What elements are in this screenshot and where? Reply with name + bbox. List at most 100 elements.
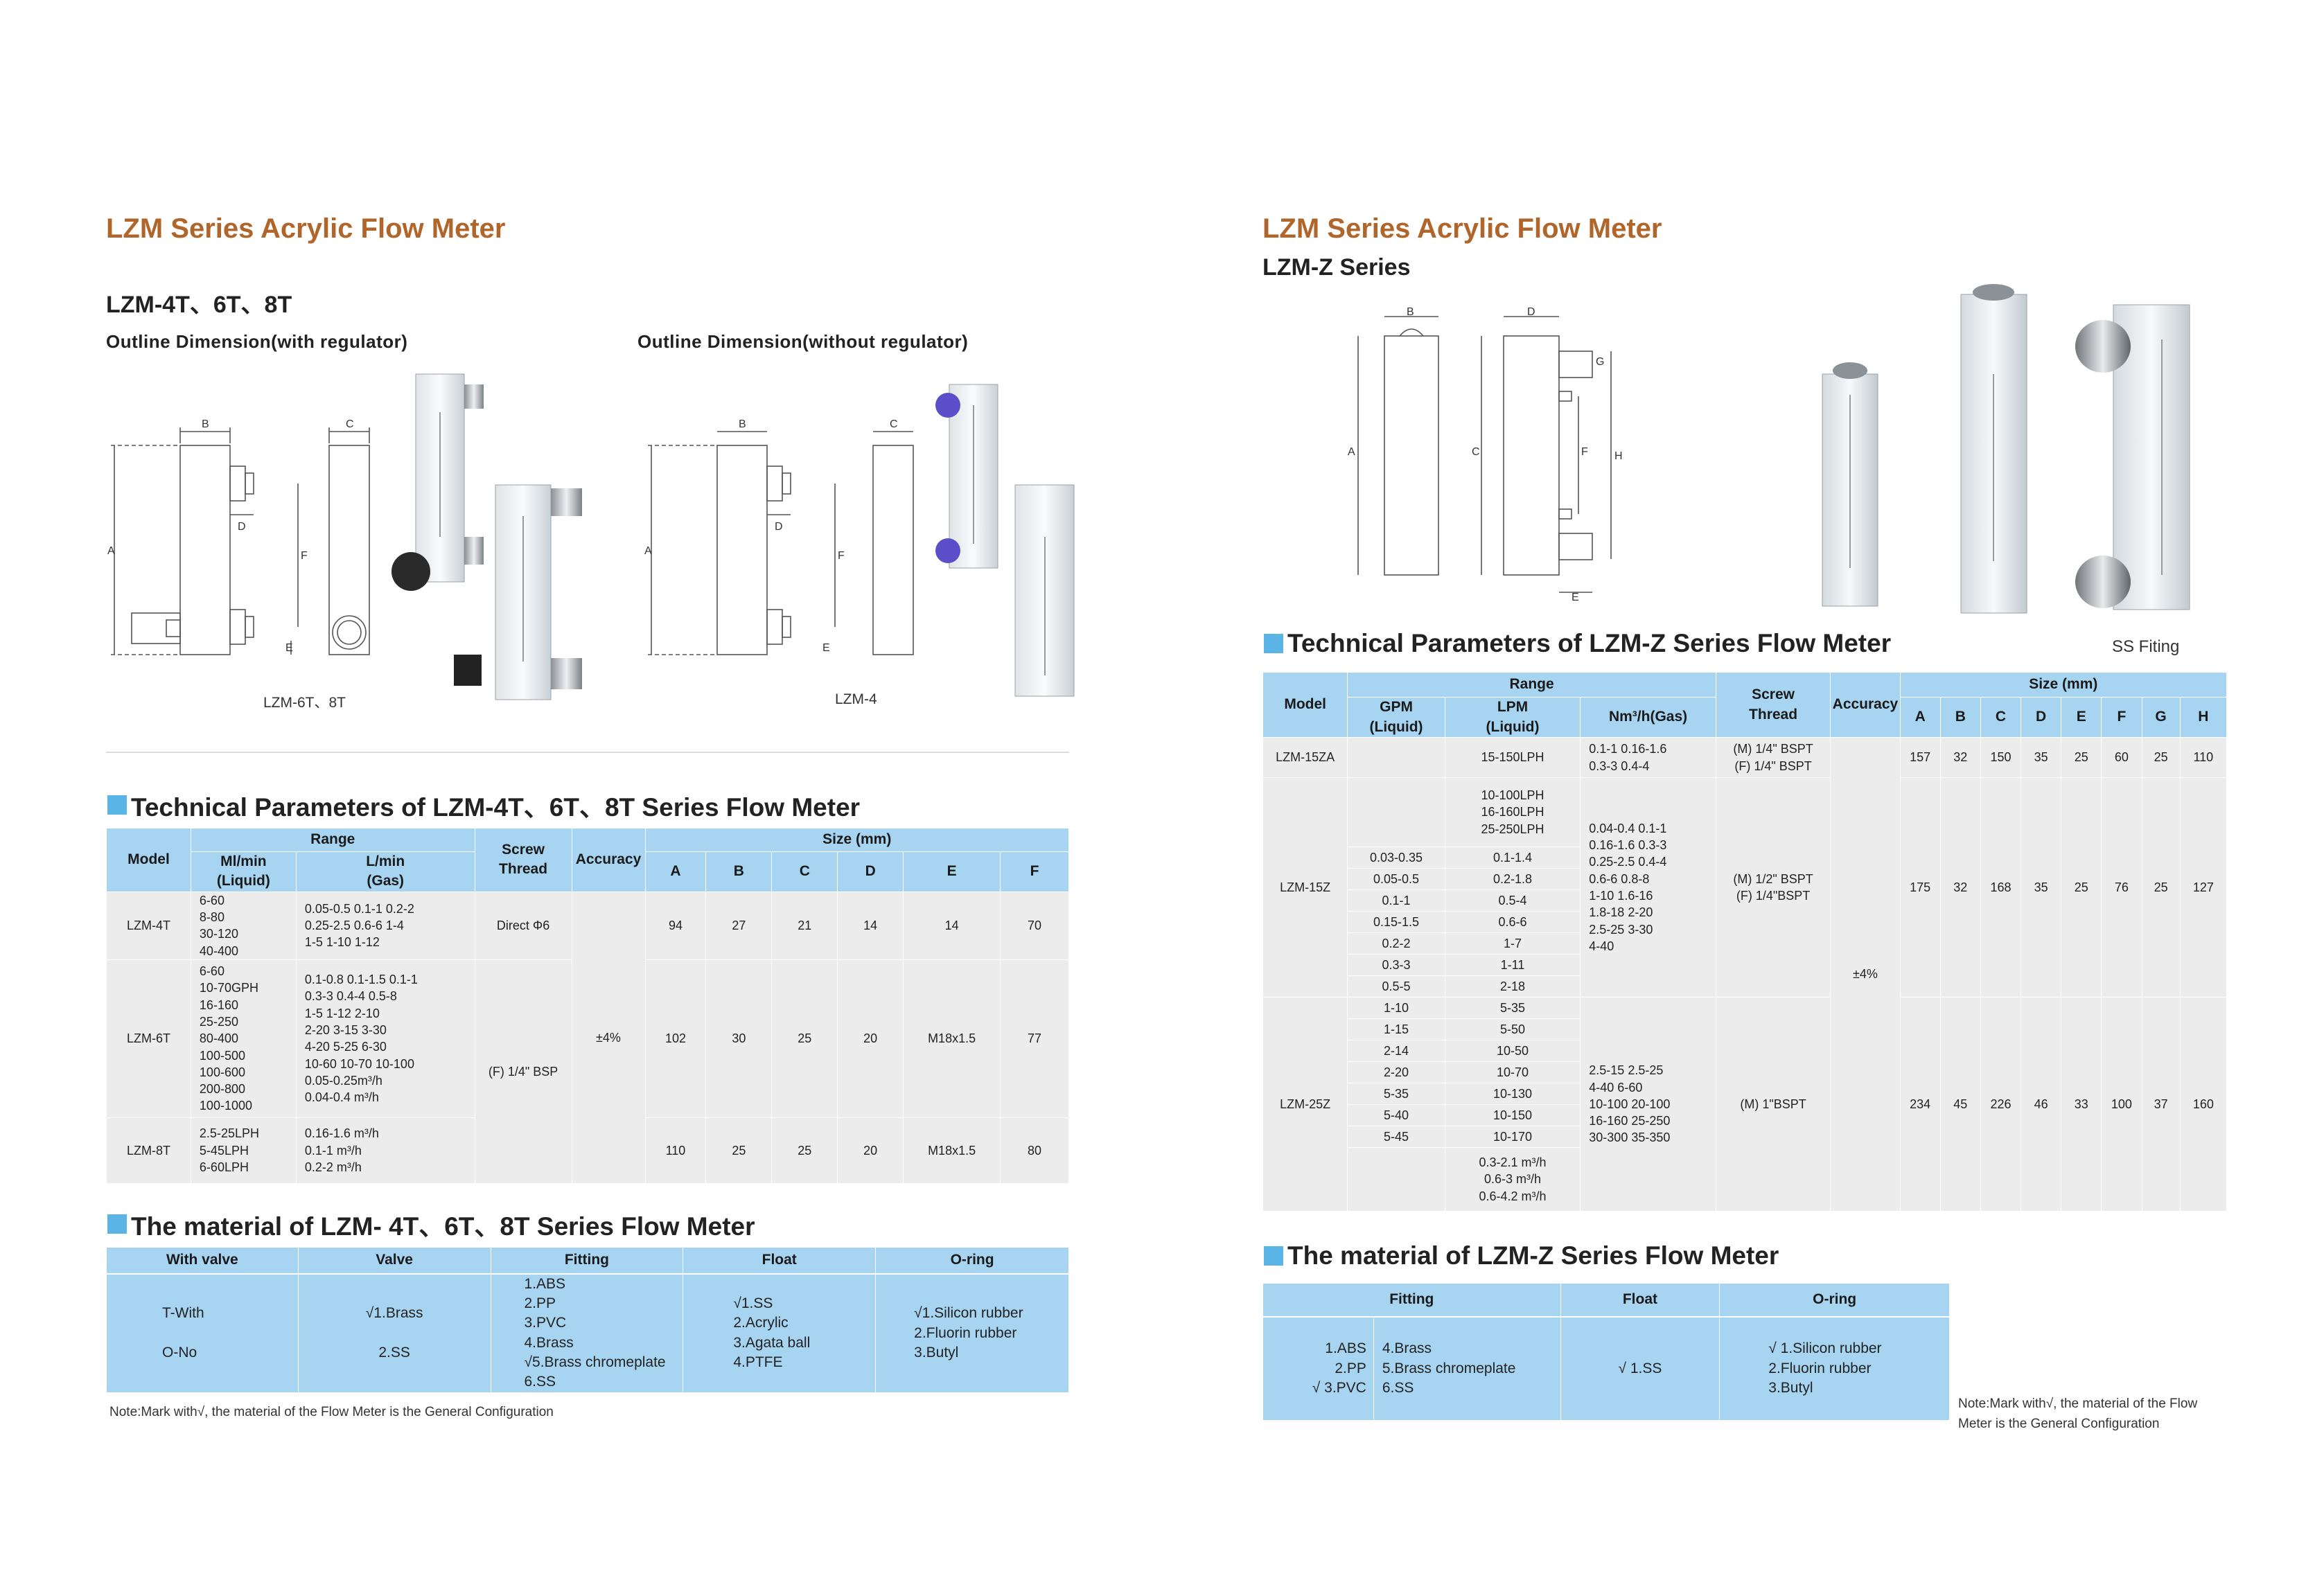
table-row: LZM-15Z 10-100LPH 16-160LPH 25-250LPH 0.…	[1262, 777, 2228, 998]
th-screw: Screw Thread	[474, 828, 572, 892]
cell-fitting-a: 1.ABS 2.PP √ 3.PVC	[1262, 1316, 1374, 1421]
cell-b: 30	[705, 959, 773, 1118]
cell-accuracy: ±4%	[571, 891, 646, 1184]
cell-d: 46	[2021, 997, 2062, 1212]
cell-lpm: 0.5-4	[1444, 889, 1581, 912]
cell-gpm: 1-10	[1347, 997, 1445, 1019]
cell-float: √ 1.SS	[1560, 1316, 1720, 1421]
th-gpm: GPM (Liquid)	[1347, 697, 1445, 738]
cell-model: LZM-4T	[106, 891, 191, 960]
cell-h: 127	[2179, 777, 2228, 998]
cell-gpm: 5-40	[1347, 1104, 1445, 1126]
right-tech-title-text: Technical Parameters of LZM-Z Series Flo…	[1287, 629, 1892, 657]
cell-lpm: 15-150LPH	[1444, 737, 1581, 778]
cell-screw: (F) 1/4" BSP	[474, 959, 572, 1184]
section-marker	[107, 1214, 127, 1234]
cell-gas: 0.1-0.8 0.1-1.5 0.1-1 0.3-3 0.4-4 0.5-8 …	[295, 959, 475, 1118]
cell-a: 175	[1899, 777, 1941, 998]
cell-gpm: 0.05-0.5	[1347, 868, 1445, 890]
cell-b: 45	[1939, 997, 1981, 1212]
cell-lpm: 5-50	[1444, 1018, 1581, 1040]
dim-label-b: B	[1407, 306, 1414, 318]
left-tech-title-text: Technical Parameters of LZM-4T、6T、8T Ser…	[131, 793, 861, 822]
cell-gpm	[1347, 1147, 1445, 1212]
cell-nm: 2.5-15 2.5-25 4-40 6-60 10-100 20-100 16…	[1580, 997, 1716, 1212]
th-col-f: F	[1000, 851, 1069, 892]
dim-label-f: F	[1581, 446, 1588, 458]
cell-c: 150	[1980, 737, 2022, 778]
th-nm: Nm³/h(Gas)	[1580, 697, 1716, 738]
dim-label-e: E	[1572, 592, 1579, 603]
left-material-table: With valve Valve Fitting Float O-ring T-…	[106, 1247, 1069, 1393]
th-screw: Screw Thread	[1715, 672, 1831, 738]
left-note: Note:Mark with√, the material of the Flo…	[109, 1405, 554, 1419]
cell-float: √1.SS 2.Acrylic 3.Agata ball 4.PTFE	[683, 1273, 877, 1393]
cell-h: 110	[2179, 737, 2228, 778]
dim-label-f: F	[301, 550, 308, 562]
cell-gpm: 0.03-0.35	[1347, 846, 1445, 869]
th-size: Size (mm)	[644, 828, 1069, 852]
ss-fitting-caption: SS Fiting	[2112, 637, 2180, 656]
cell-b: 32	[1939, 777, 1981, 998]
cell-nm: 0.04-0.4 0.1-1 0.16-1.6 0.3-3 0.25-2.5 0…	[1580, 777, 1716, 998]
cell-lpm: 10-170	[1444, 1126, 1581, 1148]
cell-c: 25	[771, 1117, 838, 1184]
th-float: Float	[1560, 1283, 1720, 1318]
right-note: Note:Mark with√, the material of the Flo…	[1958, 1397, 2198, 1431]
dim-label-g: G	[1596, 356, 1604, 368]
cell-screw: (M) 1"BSPT	[1715, 997, 1831, 1212]
th-col-e: E	[903, 851, 1001, 892]
cell-d: 35	[2021, 737, 2062, 778]
cell-with-valve: T-With O-No	[106, 1273, 299, 1393]
th-lpm: LPM (Liquid)	[1444, 697, 1581, 738]
cell-oring: √1.Silicon rubber 2.Fluorin rubber 3.But…	[875, 1273, 1069, 1393]
th-col-a: A	[1899, 697, 1941, 738]
cell-lpm: 0.2-1.8	[1444, 868, 1581, 890]
cell-model: LZM-15ZA	[1262, 737, 1348, 778]
outline-without-regulator-label: Outline Dimension(without regulator)	[637, 331, 969, 352]
table-row: LZM-6T 6-60 10-70GPH 16-160 25-250 80-40…	[106, 959, 1069, 1184]
left-material-title: The material of LZM- 4T、6T、8T Series Flo…	[107, 1205, 755, 1243]
dim-label-d: D	[1527, 306, 1535, 318]
cell-lpm: 1-11	[1444, 954, 1581, 976]
product-photo-lzm-z	[1822, 284, 2190, 614]
th-col-f: F	[2101, 697, 2142, 738]
cell-gpm: 5-45	[1347, 1126, 1445, 1148]
cell-gpm	[1347, 737, 1445, 778]
cell-lpm: 0.6-6	[1444, 911, 1581, 933]
th-model: Model	[106, 828, 191, 892]
right-title: LZM Series Acrylic Flow Meter	[1262, 213, 1662, 244]
th-with-valve: With valve	[106, 1247, 299, 1275]
cell-g: 25	[2141, 777, 2181, 998]
cell-e: M18x1.5	[903, 1117, 1001, 1184]
section-marker	[1264, 1246, 1283, 1266]
th-col-b: B	[705, 851, 773, 892]
cell-nm: 0.1-1 0.16-1.6 0.3-3 0.4-4	[1580, 737, 1716, 778]
cell-lpm: 10-70	[1444, 1061, 1581, 1083]
th-ml: Ml/min (Liquid)	[190, 851, 297, 892]
th-col-g: G	[2141, 697, 2181, 738]
left-subtitle: LZM-4T、6T、8T	[106, 292, 292, 318]
cell-gpm: 0.15-1.5	[1347, 911, 1445, 933]
th-oring: O-ring	[1719, 1283, 1950, 1318]
table-row: LZM-4T 6-60 8-80 30-120 40-400 0.05-0.5 …	[106, 891, 1069, 1184]
left-tech-table: Model Range Screw Thread Accuracy Size (…	[106, 828, 1069, 1184]
cell-ml: 2.5-25LPH 5-45LPH 6-60LPH	[190, 1117, 297, 1184]
dim-label-d: D	[238, 521, 246, 533]
th-float: Float	[683, 1247, 877, 1275]
cell-screw: (M) 1/4" BSPT (F) 1/4" BSPT	[1715, 737, 1831, 778]
table-row: LZM-25Z 1-10 5-35 2.5-15 2.5-25 4-40 6-6…	[1262, 997, 2228, 1212]
cell-gpm	[1347, 777, 1445, 847]
cell-a: 110	[644, 1117, 707, 1184]
dim-label-b: B	[739, 418, 746, 430]
cell-f: 77	[1000, 959, 1069, 1118]
cell-model: LZM-15Z	[1262, 777, 1348, 998]
th-col-d: D	[2021, 697, 2062, 738]
product-photo-lzm-6t	[391, 373, 582, 700]
cell-gpm: 5-35	[1347, 1083, 1445, 1105]
right-tech-table: Model Range Screw Thread Accuracy Size (…	[1262, 672, 2228, 1212]
cell-d: 20	[837, 1117, 904, 1184]
outline-drawing-lzm-z: B D A C F H G E	[1348, 306, 1623, 603]
product-photo-lzm-4	[935, 384, 1075, 697]
cell-ml: 6-60 10-70GPH 16-160 25-250 80-400 100-5…	[190, 959, 297, 1118]
